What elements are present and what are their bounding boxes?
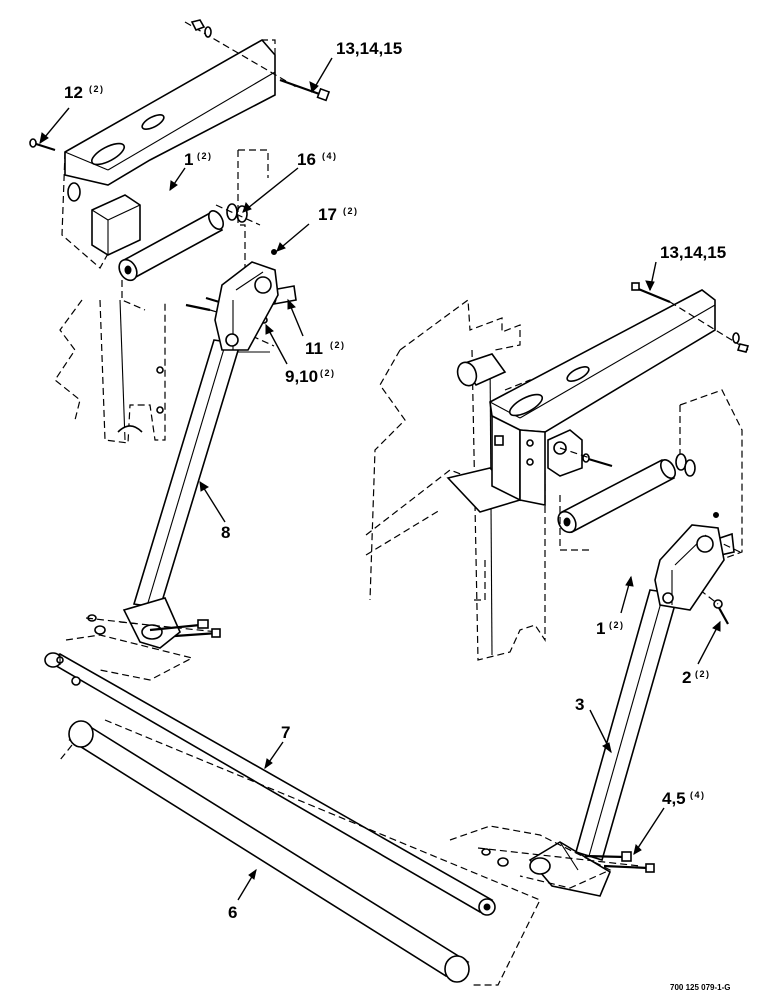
callout-number: 6 [228, 903, 237, 922]
callout-quantity: (2) [609, 620, 625, 630]
callout-4-5: 4,5 (4) [662, 789, 706, 808]
right-lever-arm-item-3 [449, 524, 725, 897]
callout-16: 16 (4) [297, 150, 338, 169]
callout-number: 1 [184, 150, 193, 169]
callout-quantity: (2) [330, 340, 346, 350]
drawing-reference-number: 700 125 079-1-G [670, 983, 731, 992]
callout-3: 3 [575, 695, 584, 714]
left-pivot-tube [118, 203, 261, 282]
left-hardware [29, 19, 331, 353]
callout-number: 17 [318, 205, 337, 224]
callout-13-14-15-right: 13,14,15 [660, 243, 726, 262]
callout-8: 8 [221, 523, 230, 542]
callout-quantity: (2) [343, 206, 359, 216]
callout-quantity: (4) [690, 790, 706, 800]
callout-number: 9,10 [285, 367, 318, 386]
roller-tube-item-6 [59, 719, 541, 986]
callout-number: 13,14,15 [336, 39, 402, 58]
callout-17: 17 (2) [318, 205, 359, 224]
callout-quantity: (2) [197, 151, 213, 161]
callout-number: 11 [305, 339, 323, 358]
left-lever-arm-item-8 [65, 261, 279, 681]
callout-number: 2 [682, 668, 691, 687]
callout-number: 1 [596, 619, 605, 638]
callout-11: 11 (2) [305, 339, 346, 358]
callout-number: 8 [221, 523, 230, 542]
callout-7: 7 [281, 723, 290, 742]
callout-quantity: (4) [322, 151, 338, 161]
left-lower-frame-section [54, 150, 246, 444]
callout-13-14-15-top: 13,14,15 [336, 39, 402, 58]
callout-quantity: (2) [89, 84, 105, 94]
left-frame-bracket [61, 38, 276, 269]
right-pivot-tube [557, 453, 696, 551]
roller-tube-item-7 [44, 652, 496, 916]
leader-lines [39, 57, 721, 901]
callout-number: 3 [575, 695, 584, 714]
callout-9-10: 9,10 (2) [285, 367, 336, 386]
callout-1-right: 1 (2) [596, 619, 625, 638]
callout-number: 4,5 [662, 789, 686, 808]
callout-quantity: (2) [320, 368, 336, 378]
right-frame-bracket [489, 289, 743, 561]
callout-6: 6 [228, 903, 237, 922]
callout-quantity: (2) [695, 669, 711, 679]
callout-2: 2 (2) [682, 668, 711, 687]
callout-number: 12 [64, 83, 83, 102]
callout-1-left: 1 (2) [184, 150, 213, 169]
callout-number: 7 [281, 723, 290, 742]
callout-number: 16 [297, 150, 316, 169]
callout-number: 13,14,15 [660, 243, 726, 262]
callout-12: 12 (2) [64, 83, 105, 102]
